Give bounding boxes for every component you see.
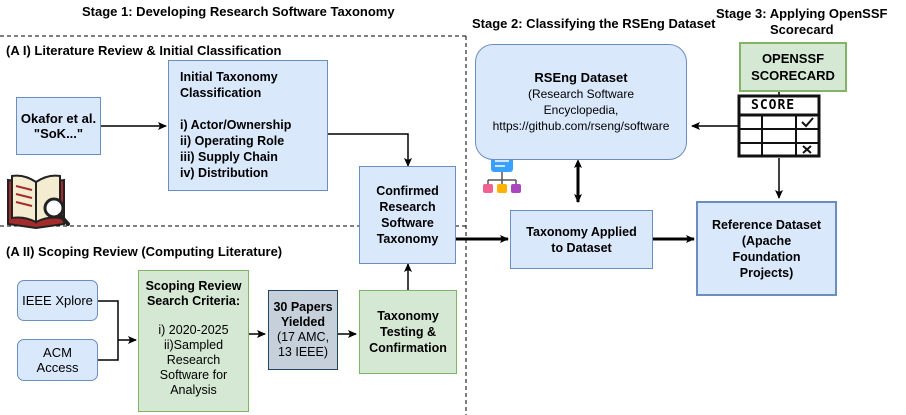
confirmed-taxonomy-box: Confirmed Research Software Taxonomy — [359, 166, 456, 264]
reference-dataset-box: Reference Dataset (Apache Foundation Pro… — [696, 201, 837, 296]
scorecard-icon — [737, 94, 821, 158]
okafor-line2: "SoK..." — [33, 126, 84, 141]
taxonomy-testing-box: Taxonomy Testing & Confirmation — [359, 290, 457, 374]
rseng-line: https://github.com/rseng/software — [492, 119, 670, 133]
stage1-heading: Stage 1: Developing Research Software Ta… — [82, 4, 395, 19]
initial-taxonomy-title2: Classification — [180, 86, 262, 100]
testing-line: Testing & — [379, 325, 437, 339]
criteria-title2: Search Criteria: — [146, 294, 241, 308]
stage3-heading-line1: Stage 3: Applying OpenSSF — [716, 6, 888, 21]
search-criteria-box: Scoping Review Search Criteria: i) 2020-… — [138, 270, 249, 412]
testing-line: Taxonomy — [377, 309, 439, 323]
criteria-line: Software for — [159, 368, 228, 382]
taxonomy-item: iii) Supply Chain — [180, 150, 278, 164]
openssf-scorecard-box: OPENSSF SCORECARD — [739, 42, 847, 92]
connector-ieee — [98, 300, 119, 340]
reference-line: Foundation — [732, 249, 801, 264]
reference-line: Projects) — [739, 265, 794, 280]
reference-line: (Apache — [741, 233, 792, 248]
reference-line: Reference Dataset — [711, 217, 822, 232]
section-a1-heading: (A I) Literature Review & Initial Classi… — [6, 43, 282, 58]
initial-taxonomy-title1: Initial Taxonomy — [180, 70, 278, 84]
confirmed-line: Taxonomy — [376, 232, 439, 246]
papers-title1: 30 Papers — [273, 300, 333, 314]
taxonomy-item: iv) Distribution — [180, 166, 269, 180]
ieee-xplore-box: IEEE Xplore — [17, 280, 98, 321]
rseng-line: Encyclopedia, — [543, 103, 619, 117]
open-book-magnifier-icon — [7, 174, 70, 230]
openssf-line2: SCORECARD — [751, 68, 835, 83]
arrow-initial-to-confirmed — [328, 133, 412, 167]
taxonomy-applied-box: Taxonomy Applied to Dataset — [510, 210, 653, 269]
criteria-line: Analysis — [170, 383, 217, 397]
acm-access-box: ACM Access — [17, 339, 98, 381]
taxonomy-item: ii) Operating Role — [180, 134, 285, 148]
acm-line1: ACM — [43, 345, 72, 360]
rseng-dataset-box: RSEng Dataset (Research Software Encyclo… — [475, 44, 687, 160]
score-label: SCORE — [751, 98, 796, 113]
rseng-line: (Research Software — [527, 87, 635, 101]
criteria-line: i) 2020-2025 — [158, 323, 229, 337]
section-a2-heading: (A II) Scoping Review (Computing Literat… — [6, 244, 283, 259]
criteria-line: ii)Sampled — [163, 338, 224, 352]
confirmed-line: Research — [379, 200, 436, 214]
papers-line: 13 IEEE) — [277, 345, 329, 359]
confirmed-line: Software — [381, 216, 434, 230]
papers-line: (17 AMC, — [276, 330, 330, 344]
criteria-title1: Scoping Review — [145, 279, 242, 293]
openssf-line1: OPENSSF — [761, 51, 825, 66]
rseng-title: RSEng Dataset — [534, 70, 628, 85]
okafor-line1: Okafor et al. — [20, 111, 97, 126]
connector-acm — [98, 340, 119, 361]
hierarchy-icon — [483, 156, 521, 193]
taxonomy-item: i) Actor/Ownership — [180, 118, 292, 132]
testing-line: Confirmation — [369, 341, 447, 355]
stage3-heading-line2: Scorecard — [770, 22, 834, 37]
confirmed-line: Confirmed — [376, 184, 439, 198]
initial-taxonomy-box: Initial Taxonomy Classification i) Actor… — [168, 60, 328, 191]
okafor-source-box: Okafor et al. "SoK..." — [16, 97, 101, 155]
stage2-heading: Stage 2: Classifying the RSEng Dataset — [472, 16, 716, 31]
papers-title2: Yielded — [281, 315, 325, 329]
acm-line2: Access — [36, 360, 79, 375]
ieee-label: IEEE Xplore — [22, 293, 93, 308]
applied-line1: Taxonomy Applied — [526, 224, 637, 239]
applied-line2: to Dataset — [551, 240, 612, 255]
criteria-line: Research — [166, 353, 221, 367]
papers-yielded-box: 30 Papers Yielded (17 AMC, 13 IEEE) — [268, 290, 338, 370]
